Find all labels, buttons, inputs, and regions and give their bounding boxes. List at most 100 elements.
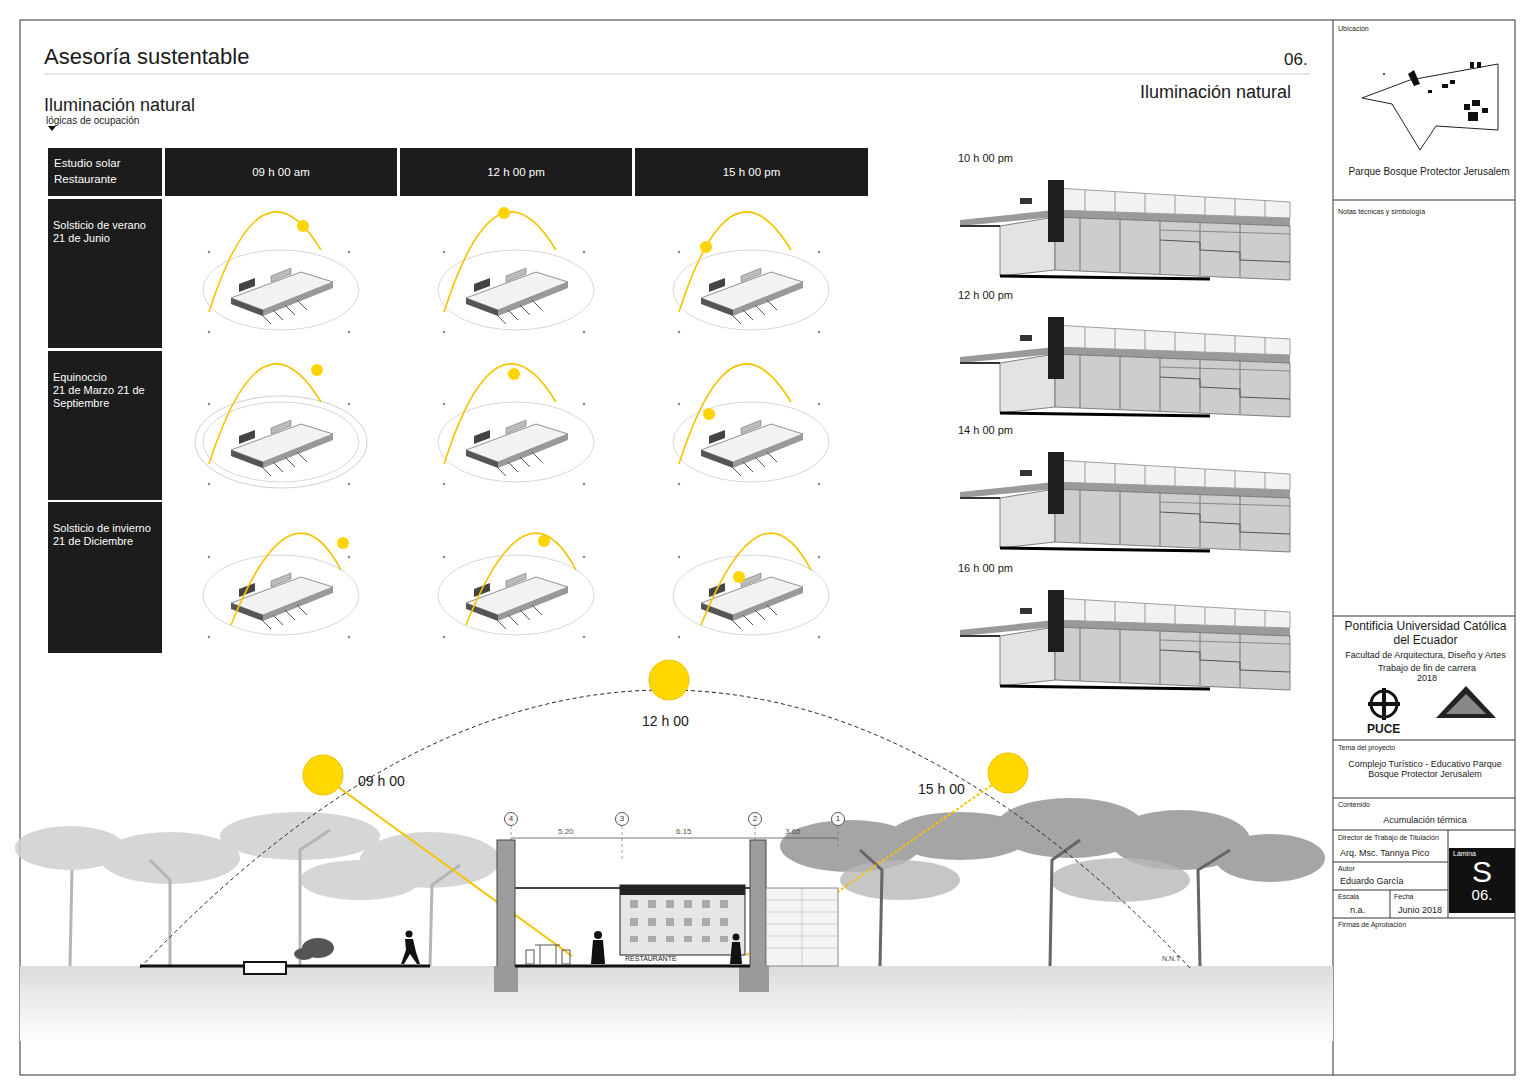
drawing-ellipse: [100, 832, 240, 884]
row-header-cell: Solsticio de verano21 de Junio: [48, 199, 162, 348]
drawing-line: [515, 965, 750, 968]
drawing-path: [401, 939, 420, 964]
sheet-label: Complejo Turístico - Educativo Parque Bo…: [1340, 759, 1510, 780]
drawing-rect: [702, 936, 710, 942]
sheet-caption: Lámina: [1453, 850, 1511, 857]
drawing-circle: [303, 755, 343, 795]
drawing-circle: [649, 660, 689, 700]
sheet-label: 3.65: [785, 827, 801, 836]
drawing-line: [1333, 200, 1515, 201]
cell-text: 21 de Junio: [53, 232, 157, 245]
sheet-label: Facultad de Arquitectura, Diseño y Artes: [1338, 650, 1513, 660]
drawing-rect: [648, 900, 656, 908]
drawing-path: [466, 533, 576, 625]
drawing-rect: [666, 936, 674, 942]
drawing-polygon: [1436, 686, 1496, 718]
drawing-g: [673, 533, 829, 638]
header-cell: 12 h 00 pm: [400, 148, 632, 196]
drawing-use: [960, 452, 1290, 552]
sheet-label: Tema del proyecto: [1338, 744, 1395, 752]
drawing-rect: [1442, 84, 1448, 88]
sheet-label: 5.20: [558, 827, 574, 836]
drawing-rect: [684, 900, 692, 908]
drawing-g: [15, 812, 500, 900]
sheet-label: Parque Bosque Protector Jerusalem: [1345, 166, 1513, 178]
sheet-label: Iluminación natural: [1140, 82, 1291, 103]
header-cell: Estudio solar Restaurante: [48, 148, 162, 196]
drawing-rect: [1477, 62, 1481, 68]
drawing-path: [430, 865, 460, 966]
drawing-use: [960, 180, 1290, 280]
drawing-rect: [739, 966, 769, 992]
drawing-g: [511, 826, 838, 860]
drawing-ellipse: [294, 948, 314, 960]
drawing-use: [203, 250, 359, 333]
drawing-g: [860, 840, 1230, 966]
drawing-use: [673, 250, 829, 333]
axis-number: 2: [748, 812, 762, 826]
sheet-label: Director de Trabajo de Titulación: [1338, 834, 1439, 842]
drawing-rect: [684, 936, 692, 942]
sheet-label: Eduardo García: [1340, 876, 1404, 886]
drawing-circle: [406, 931, 413, 938]
drawing-g: [70, 830, 460, 966]
drawing-line: [556, 945, 557, 964]
drawing-path: [1050, 840, 1080, 966]
sheet-label: 12 h 00 pm: [958, 289, 1013, 302]
drawing-ellipse: [300, 860, 420, 900]
drawing-path: [860, 850, 882, 966]
drawing-rect: [1368, 702, 1400, 706]
drawing-path: [701, 533, 811, 625]
header-cell: 09 h 00 am: [165, 148, 397, 196]
drawing-path: [209, 364, 321, 464]
drawing-path: [444, 364, 556, 464]
drawing-g: [203, 212, 359, 333]
sheet-label: Notas técnicas y simbología: [1338, 208, 1425, 216]
sheet-label: Ubicación: [1338, 25, 1369, 33]
drawing-use: [673, 402, 829, 485]
drawing-polygon: [1362, 64, 1498, 150]
drawing-rect: [766, 888, 838, 966]
cell-text: 09 h 00 am: [252, 166, 310, 178]
drawing-rect: [494, 966, 518, 992]
drawing-path: [209, 212, 321, 312]
drawing-path: [150, 860, 170, 966]
sheet-label: Fecha: [1394, 893, 1413, 901]
drawing-line: [1333, 20, 1334, 1075]
drawing-circle: [733, 934, 740, 941]
drawing-use: [203, 555, 359, 638]
drawing-circle: [733, 571, 745, 583]
drawing-circle: [508, 368, 520, 380]
drawing-g: [203, 533, 359, 638]
sheet-label: 6.15: [676, 827, 692, 836]
drawing-rect: [1482, 108, 1488, 113]
drawing-line: [1333, 616, 1515, 617]
drawing-g: [438, 533, 594, 638]
drawing-use: [673, 555, 829, 638]
drawing-rect: [630, 918, 638, 926]
drawing-circle: [703, 408, 715, 420]
drawing-g: [673, 212, 829, 333]
drawing-line: [1333, 830, 1515, 831]
drawing-circle: [498, 207, 510, 219]
drawing-rect: [1428, 90, 1432, 93]
sheet-label: n.a.: [1350, 905, 1365, 915]
drawing-rect: [1470, 62, 1474, 68]
cell-text: Estudio solar Restaurante: [54, 156, 156, 187]
drawing-rect: [720, 900, 728, 908]
cell-text: 21 de Diciembre: [53, 535, 157, 548]
drawing-ellipse: [840, 860, 960, 900]
drawing-path: [679, 212, 791, 312]
drawing-rect: [562, 950, 570, 964]
drawing-circle: [594, 931, 602, 939]
drawing-polygon: [1446, 694, 1486, 714]
sheet-label: Firmas de Aprobación: [1338, 921, 1406, 929]
sheet-label: 12 h 00: [642, 713, 689, 729]
sheet-label: Contenido: [1338, 801, 1370, 809]
drawing-g: [294, 938, 334, 960]
sheet-label: Acumulación térmica: [1340, 815, 1510, 825]
header-cell: 15 h 00 pm: [635, 148, 868, 196]
cell-text: 12 h 00 pm: [487, 166, 545, 178]
drawing-g: [438, 207, 594, 333]
drawing-use: [438, 250, 594, 333]
